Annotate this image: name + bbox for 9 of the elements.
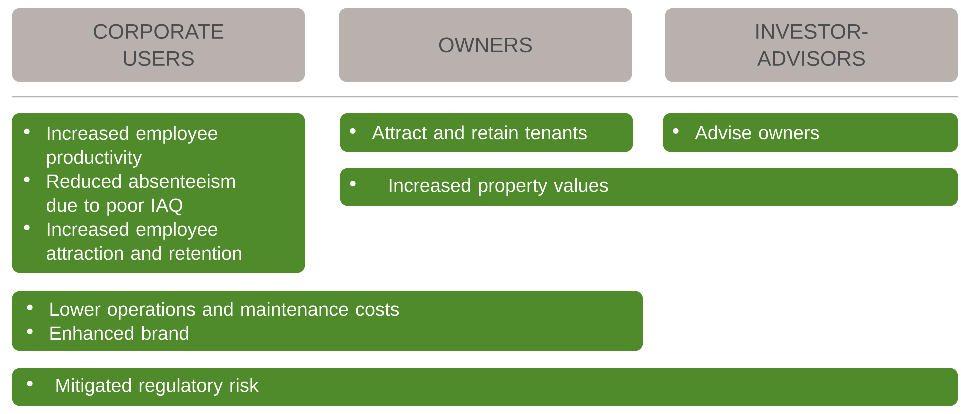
benefit-box: Increased employee productivity Reduced absenteeism due to poor IAQ Increased employee attraction and retention xyxy=(12,113,306,274)
header-box: CORPORATE USERS xyxy=(12,8,306,82)
benefit-box: Lower operations and maintenance costs Enhanced brand xyxy=(12,291,644,352)
benefit-box: Advise owners xyxy=(663,113,958,152)
benefit-box: Mitigated regulatory risk xyxy=(12,368,958,406)
header-box: INVESTOR-ADVISORS xyxy=(665,8,958,82)
header-box: OWNERS xyxy=(339,8,632,82)
benefit-box: Increased property values xyxy=(340,168,958,206)
benefit-box: Attract and retain tenants xyxy=(340,113,634,152)
